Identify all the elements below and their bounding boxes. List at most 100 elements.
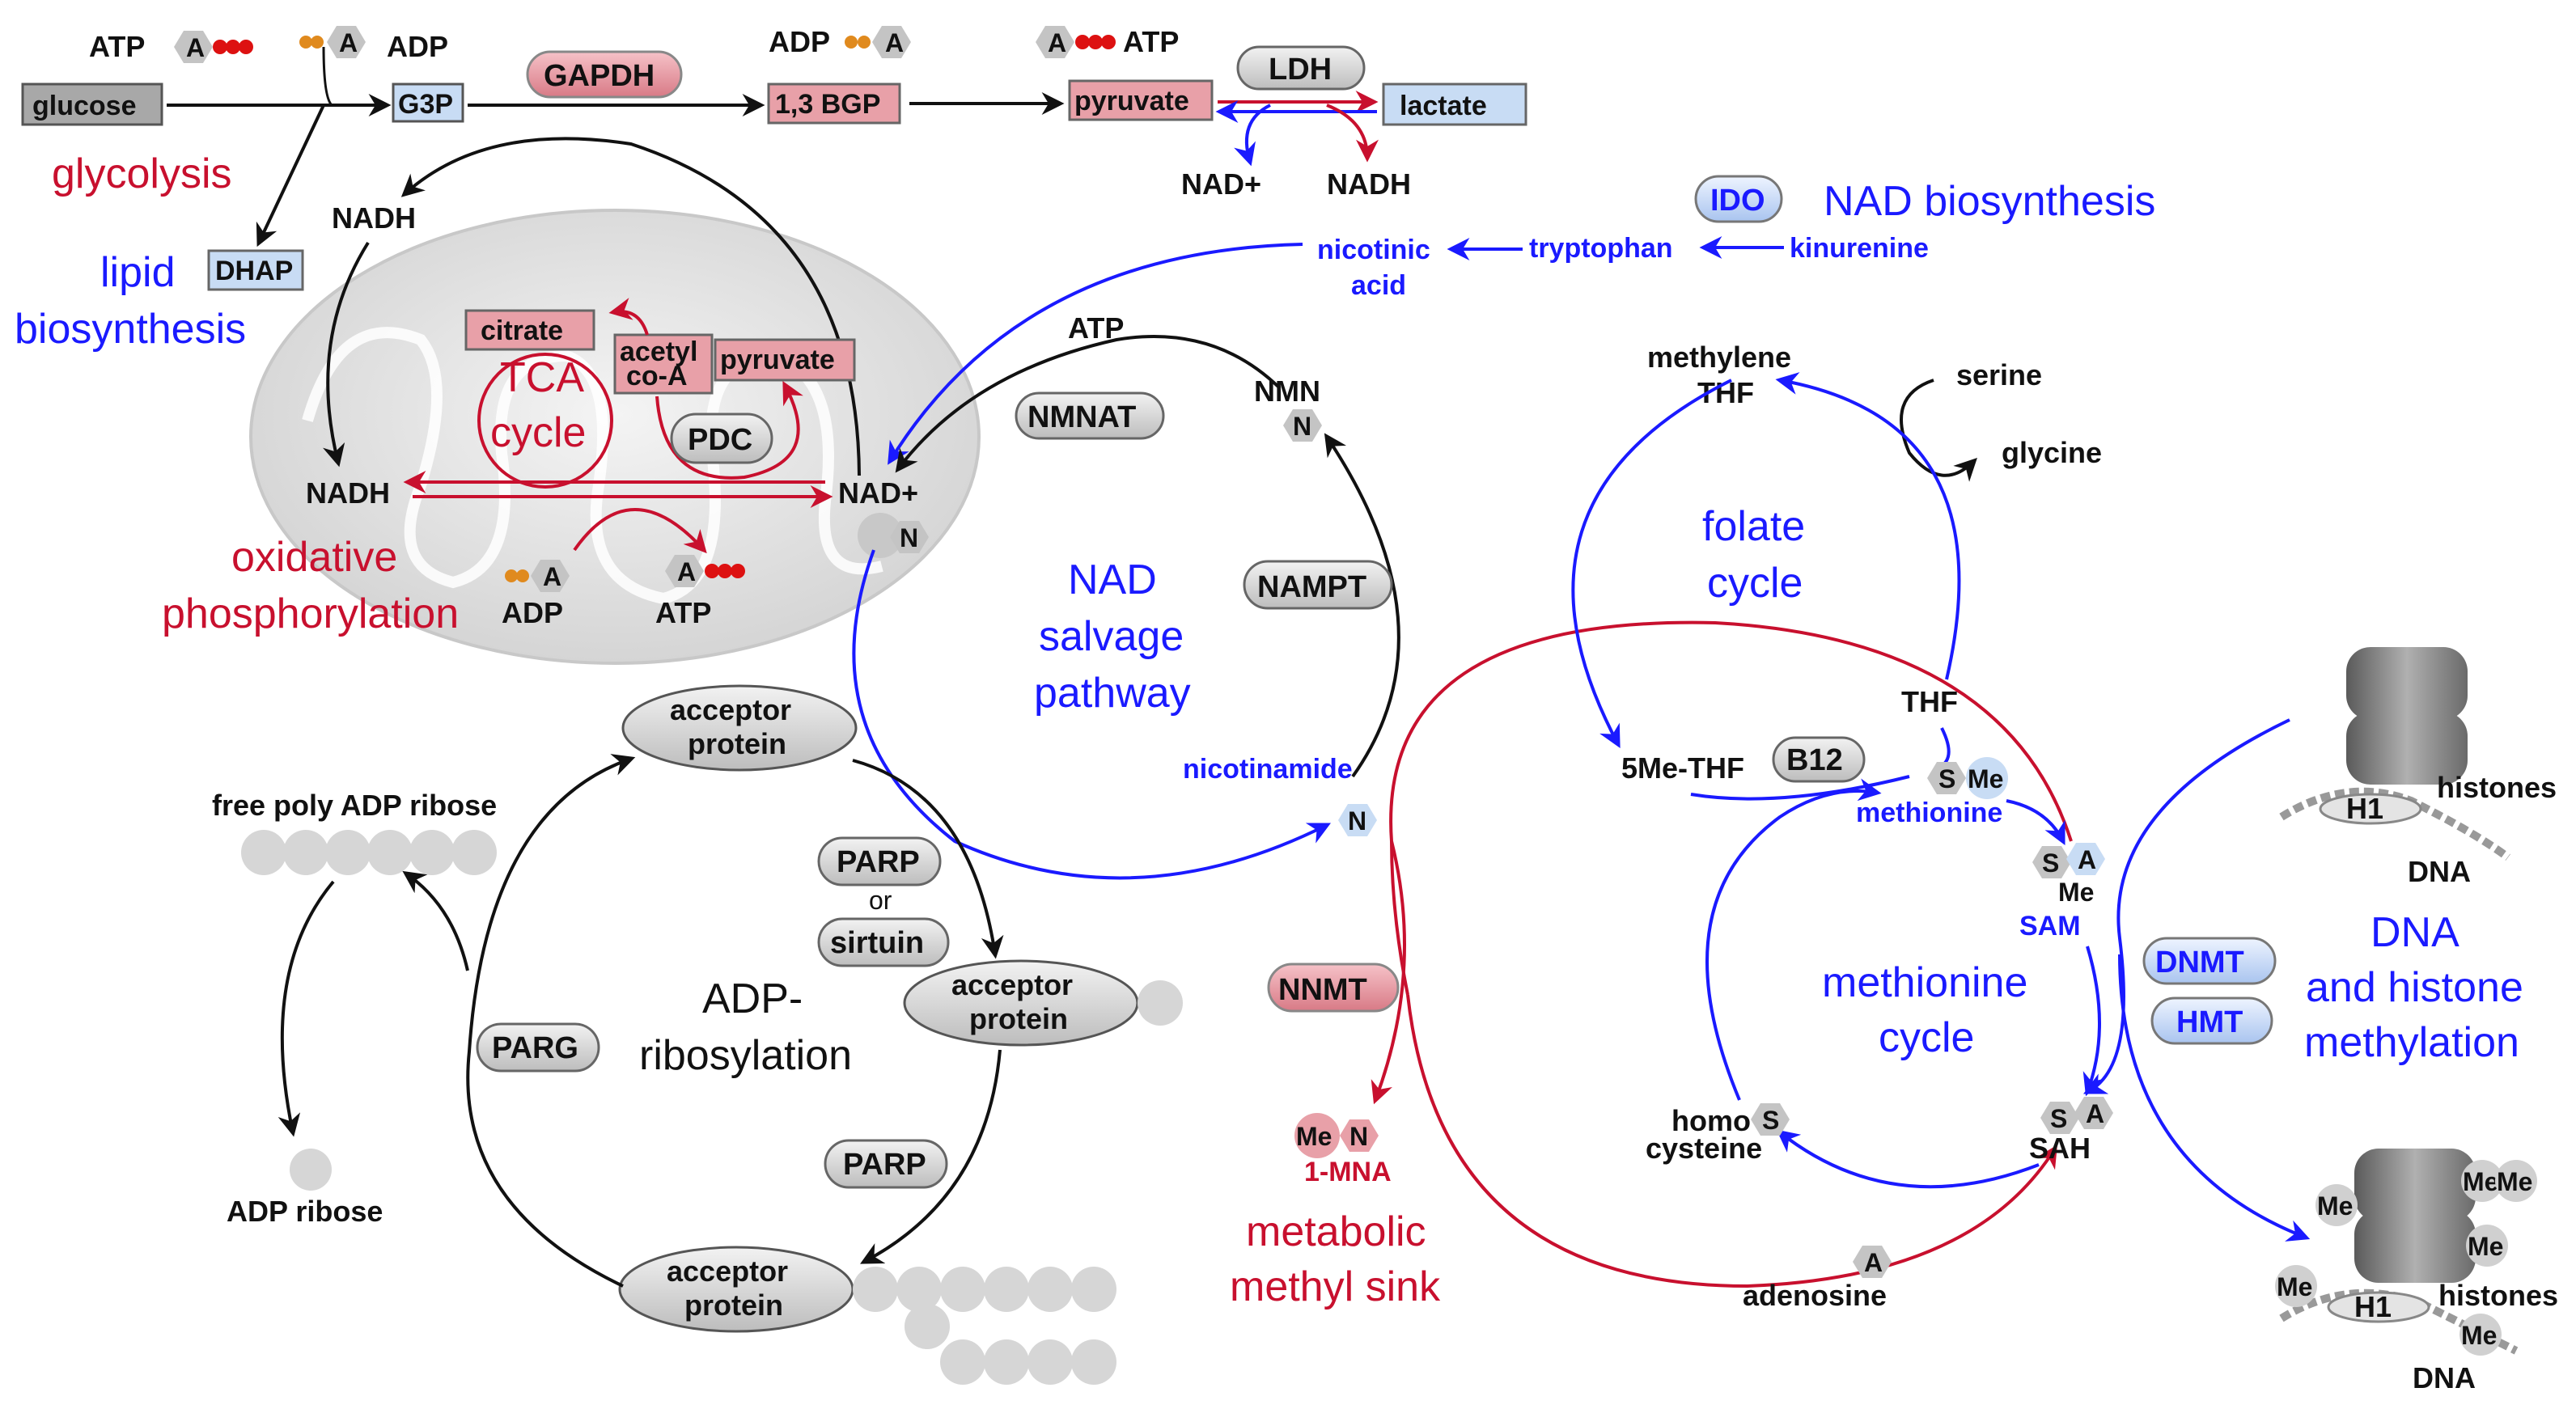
svg-text:S: S	[2050, 1104, 2067, 1133]
nmnat-enzyme	[1015, 391, 1165, 440]
pyruvate-label: pyruvate	[1074, 86, 1189, 116]
ox-adp-label: ADP	[502, 596, 563, 629]
adp-ribosylation-title-1: ADP-	[702, 975, 803, 1022]
dnmt-label: DNMT	[2155, 946, 2244, 980]
svg-text:PARP: PARP	[843, 1148, 926, 1182]
bgp-box	[767, 83, 901, 125]
svg-text:Me: Me	[2277, 1272, 2312, 1301]
citrate-box	[464, 309, 595, 351]
svg-text:Me: Me	[2461, 1321, 2497, 1350]
svg-text:A: A	[339, 28, 358, 57]
nnmt-section: NNMT Me N 1-MNA metabolic methyl sink	[1230, 840, 1441, 1310]
sah-label: SAH	[2029, 1132, 2091, 1165]
adenosine-hex	[327, 26, 366, 58]
mito-pyruvate-label: pyruvate	[720, 345, 835, 375]
folate-methionine-section: methylene THF serine glycine folate cycl…	[1389, 341, 2113, 1312]
methionine-cycle-title-1: methionine	[1822, 959, 2027, 1006]
nadh-label: NADH	[1327, 167, 1411, 201]
nampt-label: NAMPT	[1257, 570, 1366, 604]
nad-salvage-section: ATP NMNAT NMN N NAMPT NAD salvage pathwa…	[852, 311, 1400, 880]
svg-text:N: N	[1348, 806, 1366, 836]
dhap-label: DHAP	[215, 256, 293, 286]
svg-text:N: N	[1293, 412, 1311, 441]
svg-text:acceptor: acceptor	[667, 1255, 788, 1288]
nmnat-label: NMNAT	[1027, 400, 1136, 434]
dhap-box	[207, 249, 304, 291]
adp-ribose-label: ADP ribose	[227, 1195, 383, 1228]
homo-label-2: cysteine	[1646, 1132, 1762, 1165]
pdc-label: PDC	[688, 423, 752, 457]
sirtuin-enzyme	[817, 917, 950, 967]
glycolysis-section: ATP A A ADP ADP A A ATP glucose G3P GAPD…	[15, 25, 1527, 353]
histones-label-bottom: histones	[2438, 1279, 2558, 1312]
svg-text:Me: Me	[2463, 1167, 2498, 1196]
nadh-top-label: NADH	[332, 201, 416, 235]
svg-text:S: S	[1938, 764, 1955, 793]
svg-text:A: A	[1864, 1248, 1883, 1277]
nampt-enzyme	[1243, 560, 1393, 610]
glucose-box	[21, 83, 163, 126]
h1-label: H1	[2346, 792, 2383, 825]
svg-text:Me: Me	[2468, 1232, 2503, 1261]
svg-text:A: A	[677, 557, 696, 586]
mitochondria-section: NADH citrate acetyl co-A pyruvate TCA cy…	[162, 137, 929, 637]
tryptophan-label: tryptophan	[1529, 233, 1673, 264]
svg-text:A: A	[543, 562, 561, 591]
free-poly-chain	[241, 830, 497, 875]
pdc-enzyme	[670, 413, 773, 464]
svg-text:protein: protein	[688, 727, 786, 760]
svg-text:Me: Me	[2317, 1191, 2353, 1221]
nnmt-label: NNMT	[1278, 973, 1367, 1007]
lipid-title-2: biosynthesis	[15, 306, 246, 353]
or-label: or	[869, 886, 892, 915]
g3p-box	[392, 83, 464, 123]
bgp-label: 1,3 BGP	[775, 89, 880, 120]
thf-label: THF	[1901, 685, 1958, 718]
svg-text:Me: Me	[1968, 764, 2003, 793]
sam-label: SAM	[2019, 911, 2081, 941]
methylation-title-3: methylation	[2304, 1019, 2519, 1066]
gapdh-label: GAPDH	[544, 59, 655, 93]
salvage-title-3: pathway	[1034, 670, 1191, 717]
lactate-label: lactate	[1400, 91, 1487, 121]
nicotinamide-label: nicotinamide	[1183, 754, 1353, 785]
pyruvate-box	[1068, 79, 1214, 121]
tca-cycle-arrow	[477, 353, 613, 489]
oxphos-title-1: oxidative	[231, 534, 397, 581]
svg-text:protein: protein	[969, 1002, 1068, 1035]
mito-nad-plus-label: NAD+	[838, 476, 918, 510]
nmn-label: NMN	[1254, 374, 1320, 408]
nadh-mid-label: NADH	[306, 476, 390, 510]
me-thf-label: 5Me-THF	[1621, 751, 1744, 785]
parp-enzyme-bottom	[824, 1139, 948, 1189]
methionine-cycle-title-2: cycle	[1879, 1014, 1974, 1061]
adp-ribosylation-section: acceptor protein acceptor protein accept…	[212, 684, 1183, 1385]
glycolysis-title: glycolysis	[52, 150, 232, 197]
mna-label: 1-MNA	[1304, 1157, 1392, 1187]
nad-biosynthesis-section: IDO NAD biosynthesis kinurenine tryptoph…	[888, 175, 2155, 465]
folate-title-1: folate	[1702, 503, 1805, 550]
citrate-label: citrate	[481, 315, 563, 346]
methionine-label: methionine	[1856, 798, 2002, 828]
methyl-sink-title-1: metabolic	[1246, 1208, 1426, 1255]
svg-text:acceptor: acceptor	[951, 968, 1073, 1001]
hmt-label: HMT	[2176, 1005, 2243, 1039]
svg-text:PARG: PARG	[492, 1031, 578, 1065]
nad-biosynthesis-title: NAD biosynthesis	[1824, 178, 2155, 225]
svg-text:sirtuin: sirtuin	[830, 926, 924, 960]
salvage-title-1: NAD	[1068, 556, 1157, 603]
nicotinic-acid-label-2: acid	[1351, 270, 1406, 301]
ldh-label: LDH	[1269, 53, 1332, 87]
free-poly-label: free poly ADP ribose	[212, 789, 497, 822]
histones-label: histones	[2437, 771, 2557, 804]
nicotinic-acid-label-1: nicotinic	[1317, 235, 1430, 265]
svg-text:A: A	[885, 28, 904, 57]
parg-enzyme	[476, 1022, 600, 1073]
serine-label: serine	[1956, 358, 2042, 391]
atp-label-right: ATP	[1123, 25, 1179, 58]
svg-text:S: S	[1762, 1106, 1779, 1135]
methyl-sink-title-2: methyl sink	[1230, 1263, 1441, 1310]
hmt-enzyme	[2150, 996, 2273, 1045]
adp-ribosylation-title-2: ribosylation	[639, 1032, 852, 1079]
